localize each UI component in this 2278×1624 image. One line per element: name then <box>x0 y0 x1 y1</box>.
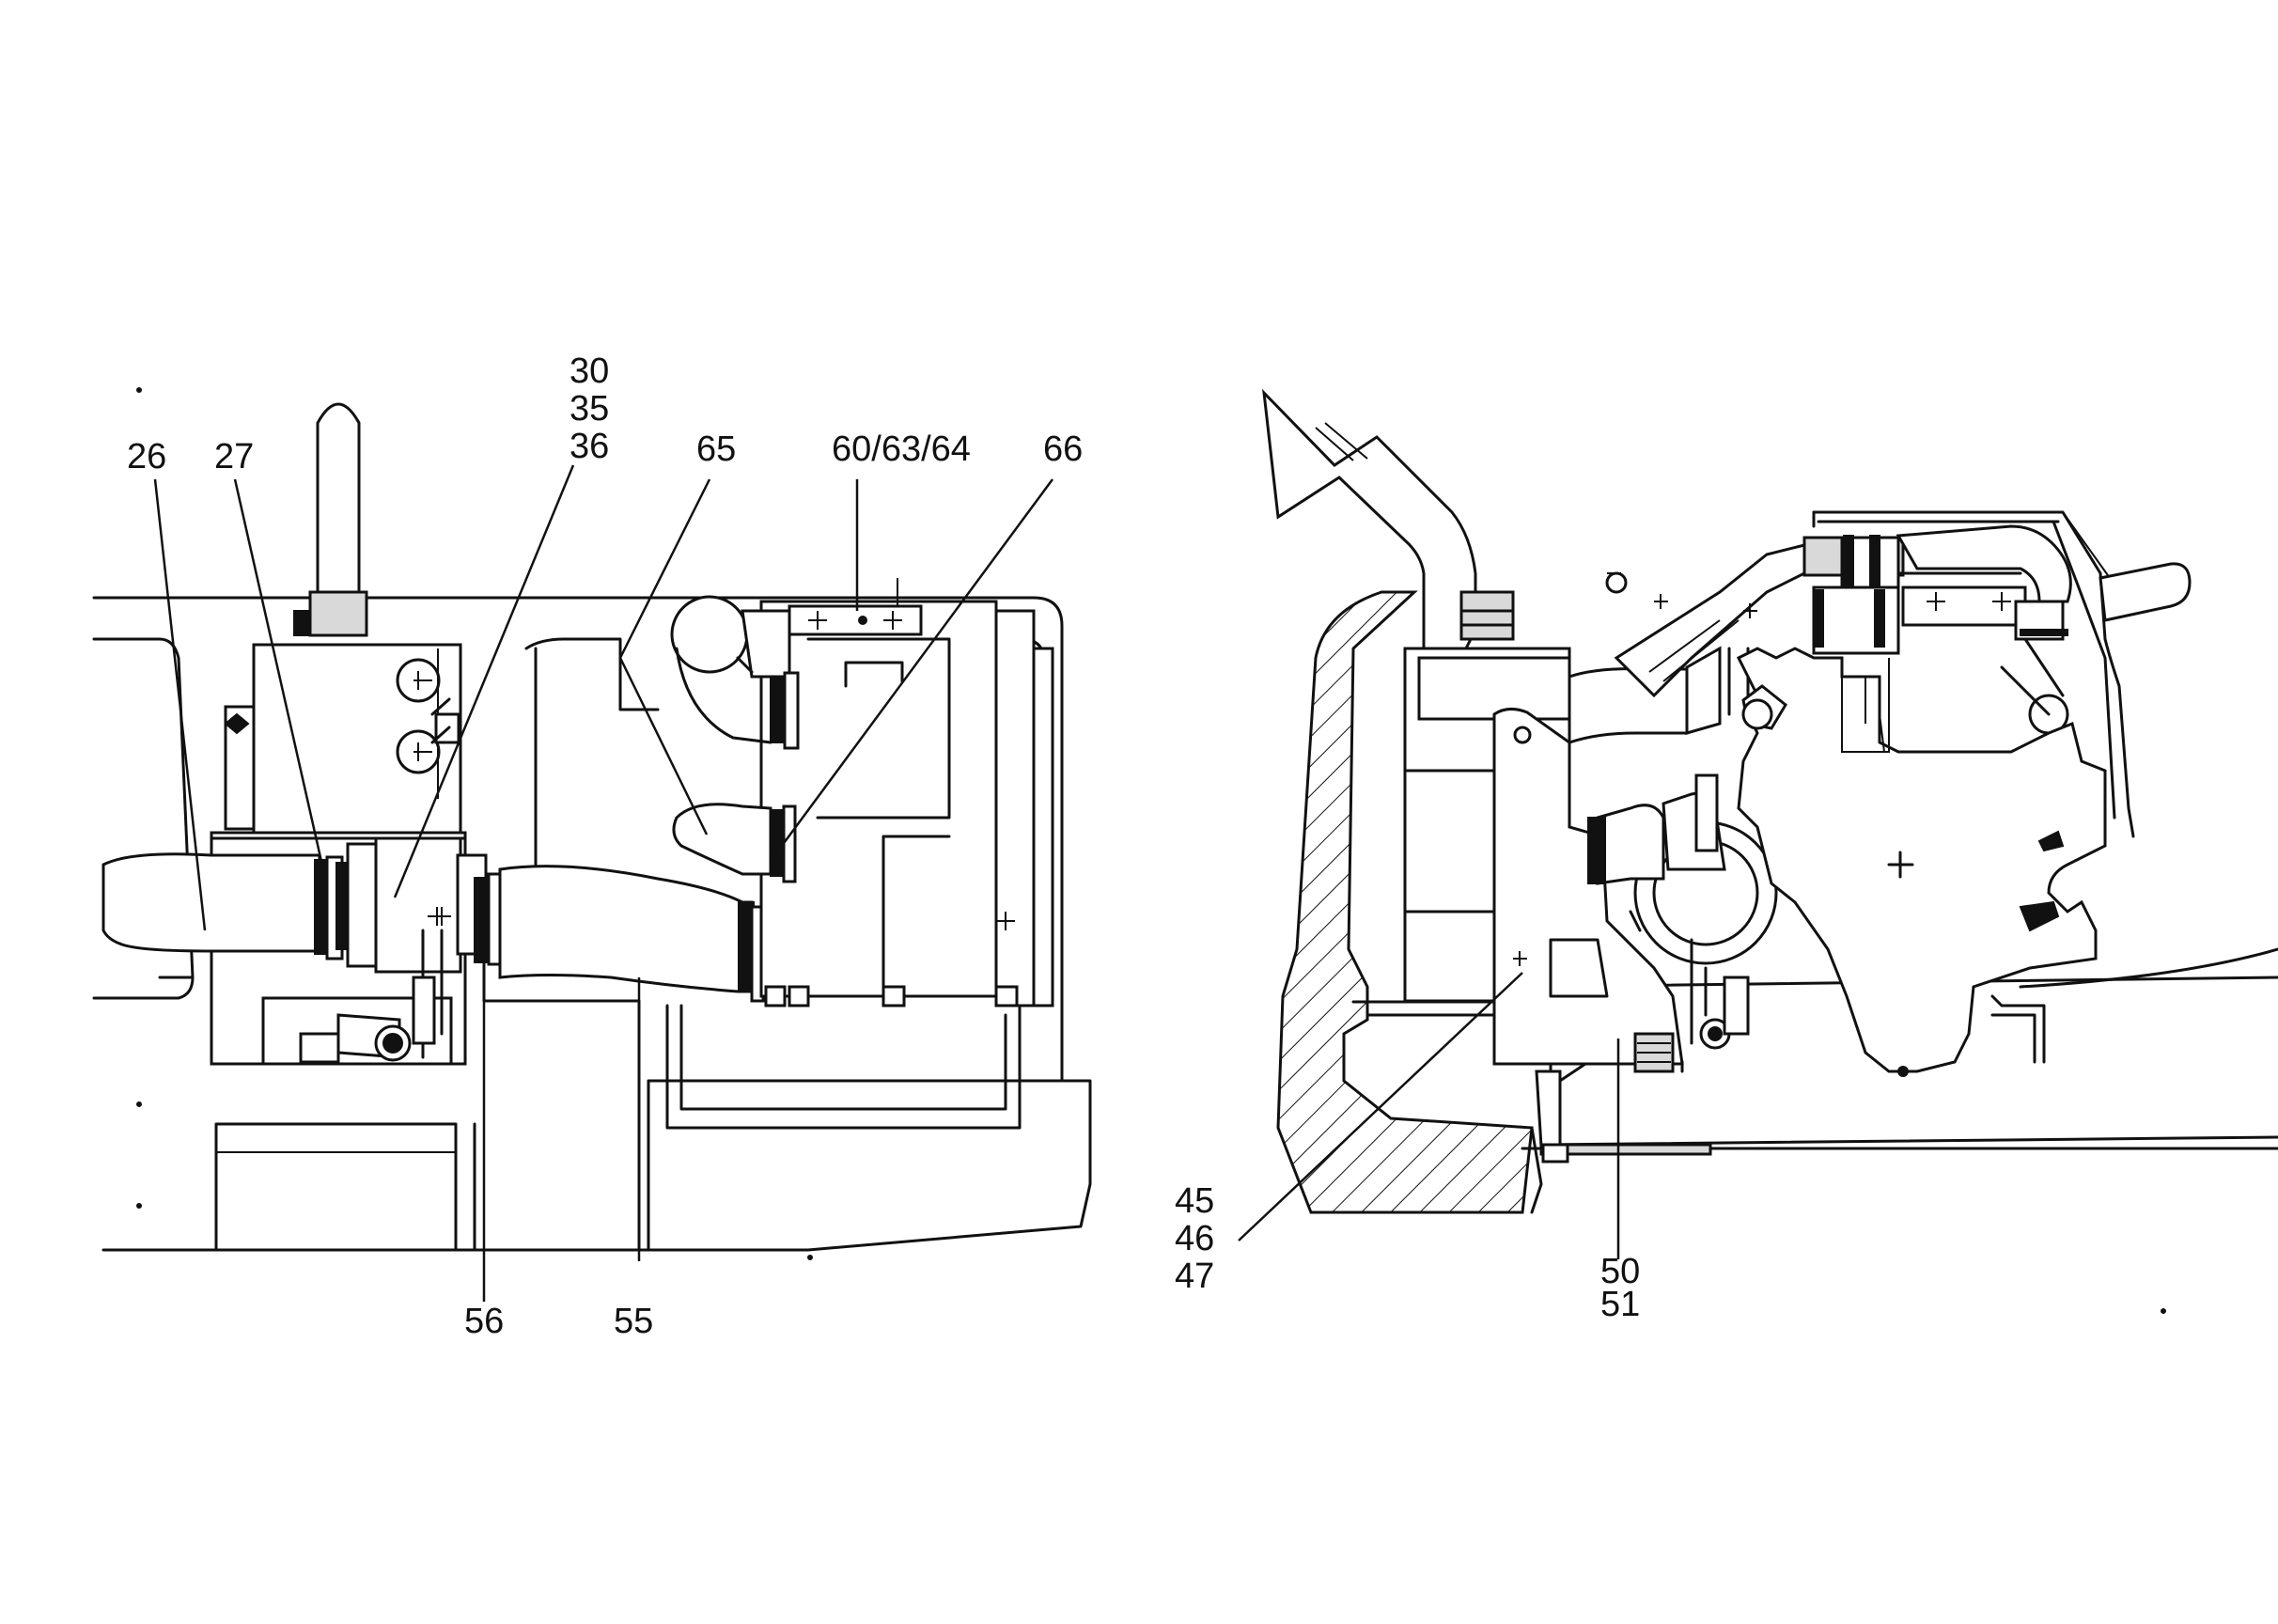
callout-56: 56 <box>464 1302 504 1341</box>
scan-specks <box>136 387 2166 1314</box>
callout-51: 51 <box>1600 1285 1640 1324</box>
callout-30: 30 <box>570 351 609 391</box>
callout-36: 36 <box>570 427 609 466</box>
plan-view <box>92 402 1092 1252</box>
callout-26: 26 <box>127 437 166 476</box>
callout-60-63-64: 60/63/64 <box>832 429 971 469</box>
callout-labels: 26 27 30 35 36 65 60/63/64 66 56 55 45 4… <box>127 351 1640 1341</box>
callout-47: 47 <box>1175 1257 1214 1296</box>
callout-66: 66 <box>1043 429 1083 469</box>
callout-50: 50 <box>1600 1252 1640 1291</box>
callout-45: 45 <box>1175 1181 1214 1221</box>
callout-55: 55 <box>614 1302 653 1341</box>
callout-35: 35 <box>570 389 609 429</box>
leader-lines <box>153 464 1620 1302</box>
side-view <box>1262 388 2278 1214</box>
callout-27: 27 <box>214 437 254 476</box>
callout-46: 46 <box>1175 1219 1214 1258</box>
callout-65: 65 <box>696 429 736 469</box>
